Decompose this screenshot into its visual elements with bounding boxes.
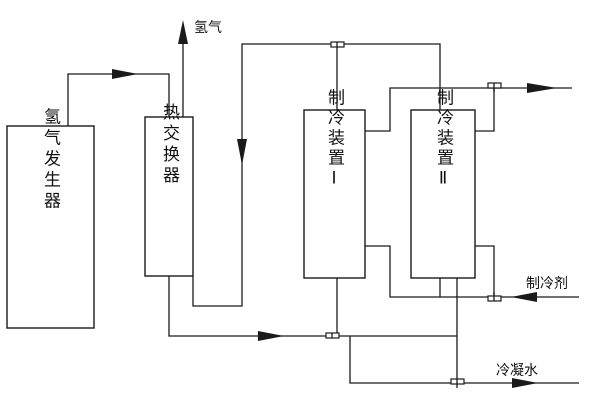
flow-arrow-bottom bbox=[258, 331, 284, 341]
hydrogen-outlet-arrow bbox=[178, 20, 188, 44]
heat-exchanger-box bbox=[144, 116, 194, 277]
refrigerant-label: 制冷剂 bbox=[526, 276, 568, 292]
condensate-line bbox=[349, 336, 579, 384]
generator-label: 氢气发生器 bbox=[40, 107, 61, 212]
refrigerant-line bbox=[365, 245, 579, 298]
heat-exchanger-return-line bbox=[192, 43, 441, 307]
valve-top bbox=[330, 41, 345, 48]
flow-arrow bbox=[112, 69, 138, 79]
heat-exchanger-label: 热交换器 bbox=[159, 103, 180, 187]
return-bottom-line bbox=[168, 276, 457, 337]
valve-refrigerant bbox=[487, 292, 502, 302]
refrigeration-unit-2-box bbox=[410, 109, 476, 279]
refrigeration-unit-1-box bbox=[303, 109, 366, 279]
refrigerant-arrow bbox=[511, 292, 537, 302]
condensate-label: 冷凝水 bbox=[496, 363, 538, 379]
unit-interconnect-line bbox=[365, 87, 495, 132]
unit-2-bottom-right-line bbox=[475, 245, 495, 297]
condensate-arrow bbox=[512, 378, 538, 388]
flow-arrow-down bbox=[237, 139, 247, 165]
valve-top-right bbox=[487, 82, 502, 92]
refrig-2-label: 制冷装置Ⅱ bbox=[433, 88, 454, 191]
hydrogen-out-label: 氢气 bbox=[194, 20, 222, 36]
flow-arrow-right bbox=[527, 83, 557, 93]
valve-bottom bbox=[325, 332, 340, 339]
hydrogen-generator-box bbox=[6, 125, 95, 329]
valve-condensate bbox=[450, 378, 465, 388]
refrig-1-label: 制冷装置Ⅰ bbox=[324, 88, 345, 191]
